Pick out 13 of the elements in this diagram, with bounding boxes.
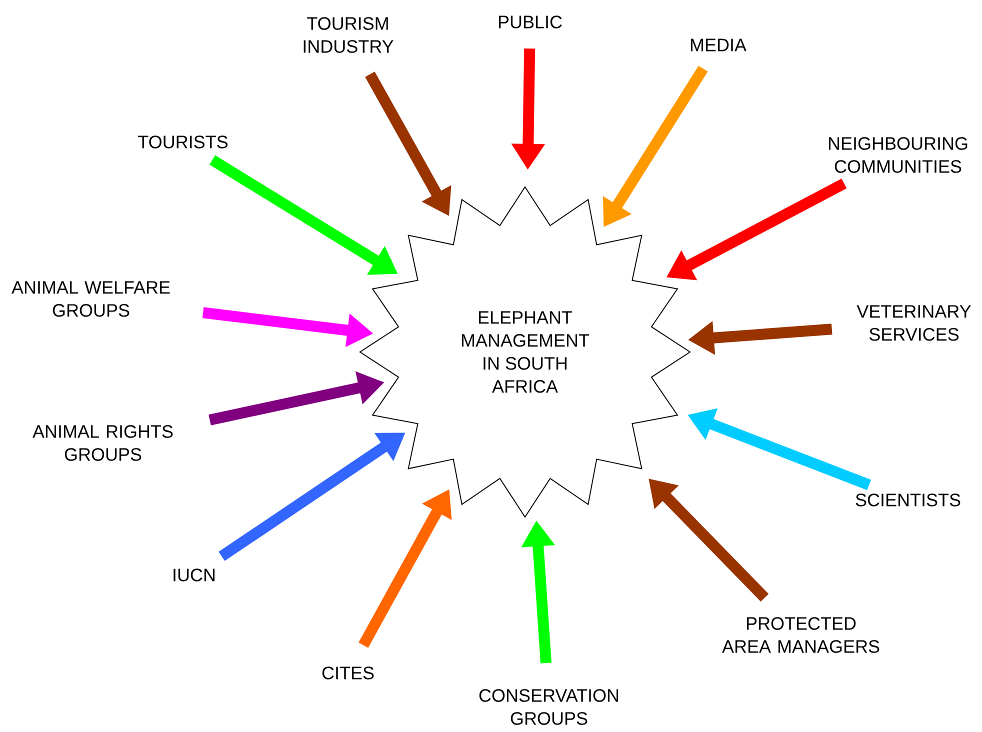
stakeholder-label: PUBLIC [498, 16, 562, 28]
stakeholder-label: PROTECTED AREA MANAGERS [722, 617, 880, 653]
stakeholder-label: ANIMAL RIGHTS GROUPS [32, 425, 173, 461]
stakeholder-label: IUCN [174, 568, 215, 582]
stakeholder-label: ANIMAL WELFARE GROUPS [12, 281, 170, 317]
stakeholder-label: CITES [322, 666, 374, 680]
stakeholder-label: SCIENTISTS [856, 494, 960, 506]
stakeholder-label: TOURISM INDUSTRY [304, 17, 394, 53]
stakeholder-label: MEDIA [690, 38, 746, 52]
stakeholder-label: VETERINARY SERVICES [856, 305, 971, 341]
stakeholder-label: TOURISTS [138, 136, 228, 148]
stakeholder-label: CONSERVATION GROUPS [479, 689, 618, 725]
stakeholder-label: NEIGHBOURING COMMUNITIES [828, 137, 968, 173]
